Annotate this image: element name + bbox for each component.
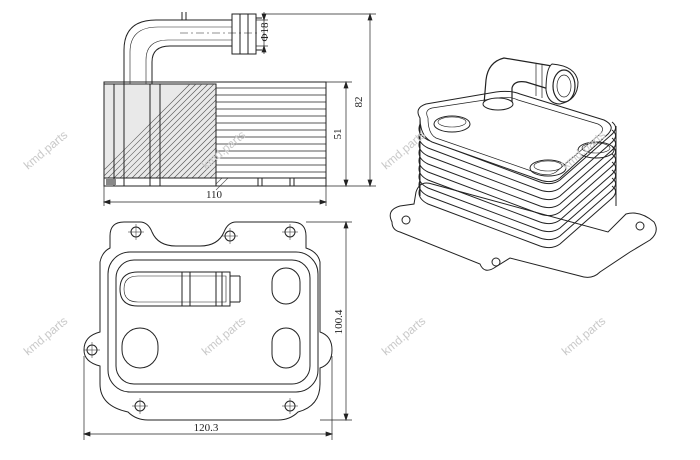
port-bottom-right — [271, 327, 301, 369]
pipe-outer-wall — [123, 19, 232, 84]
pipe-inner-wall — [151, 45, 232, 84]
dim-plan-width: 120.3 — [194, 422, 219, 434]
watermark: kmd.parts — [21, 128, 70, 173]
iso-port — [577, 141, 615, 159]
watermark: kmd.parts — [379, 314, 428, 359]
dim-pipe-diameter: Φ18 — [259, 22, 271, 42]
plan-pipe — [119, 271, 231, 307]
iso-port — [433, 115, 471, 133]
pipe-fitting — [231, 13, 257, 55]
side-view — [103, 12, 327, 191]
dim-total-height: 82 — [353, 97, 365, 108]
plan-body-outer — [107, 251, 319, 393]
dimension-labels: Φ18 82 51 110 100.4 120.3 — [194, 22, 365, 434]
iso-base-flange — [389, 182, 657, 278]
plan-flange-outline — [83, 221, 333, 421]
port-bottom-left — [121, 327, 159, 369]
isometric-view — [389, 57, 657, 278]
iso-top-plate — [417, 90, 612, 183]
watermark: kmd.parts — [199, 314, 248, 359]
iso-bolt-hole — [401, 215, 411, 225]
watermark: kmd.parts — [559, 314, 608, 359]
port-top-right — [271, 267, 301, 305]
side-dimensions — [102, 12, 376, 206]
dim-side-width: 110 — [206, 189, 223, 201]
iso-port — [529, 159, 567, 177]
side-hatched-section — [103, 83, 229, 191]
dim-body-height: 51 — [332, 129, 344, 140]
watermark: kmd.parts — [21, 314, 70, 359]
plan-body-inner — [115, 259, 311, 385]
iso-stacked-plates — [418, 118, 617, 249]
plan-dimensions — [82, 220, 352, 440]
iso-plate-line — [418, 185, 616, 249]
iso-pipe-outer — [483, 57, 553, 105]
iso-bolt-hole — [635, 221, 645, 231]
plan-view — [83, 221, 333, 421]
side-base-plate — [103, 177, 327, 187]
iso-pipe-inner — [511, 81, 553, 104]
dim-plan-height: 100.4 — [333, 309, 345, 334]
iso-bolt-hole — [491, 257, 501, 267]
